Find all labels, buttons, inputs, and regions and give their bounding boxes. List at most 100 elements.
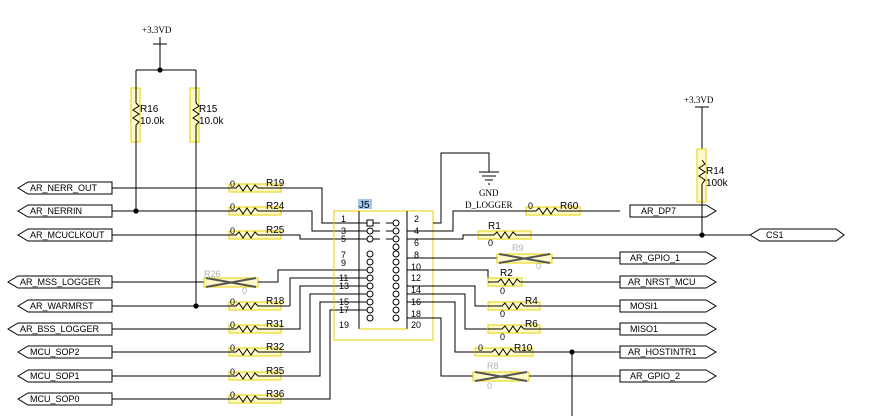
svg-text:0: 0	[230, 390, 235, 400]
svg-text:AR_WARMRST: AR_WARMRST	[30, 301, 94, 311]
svg-text:8: 8	[414, 250, 419, 260]
resistor-r60: D_LOGGER 0 R60 AR_DP7	[407, 200, 717, 232]
r14-value: 100k	[706, 178, 729, 189]
svg-text:14: 14	[411, 285, 421, 295]
port-ar-nrst-mcu	[619, 275, 717, 289]
r19-ref: R19	[266, 178, 285, 189]
r60-ref: R60	[560, 201, 579, 212]
svg-text:19: 19	[339, 320, 349, 330]
ground-symbol: GND	[433, 152, 499, 224]
connector-j5: J5 1 3 5 7 9 11 13 15 17 19 2 4 6 8 10 1…	[333, 199, 434, 341]
resistor-r2: R2 0 AR_NRST_MCU	[407, 268, 717, 296]
r25-ref: R25	[266, 225, 285, 236]
svg-text:6: 6	[414, 238, 419, 248]
port-ar-dp7	[629, 204, 717, 218]
svg-text:12: 12	[411, 273, 421, 283]
r31-ref: R31	[266, 319, 285, 330]
resistor-r8: R8 0 AR_GPIO_2	[407, 317, 717, 391]
port-ar-gpio-1	[619, 251, 717, 265]
r32-ref: R32	[266, 342, 285, 353]
r15-ref: R15	[199, 104, 218, 115]
svg-text:15: 15	[339, 297, 349, 307]
port-ar-bss-logger: AR_BSS_LOGGER	[7, 322, 113, 336]
left-net-ports: AR_NERR_OUT AR_NERRIN AR_MCUCLKOUT AR_MS…	[7, 181, 113, 406]
svg-text:0: 0	[230, 202, 235, 212]
port-ar-hostintr1	[619, 345, 717, 359]
svg-text:AR_MCUCLKOUT: AR_MCUCLKOUT	[30, 230, 105, 240]
svg-text:2: 2	[414, 214, 419, 224]
svg-text:11: 11	[339, 273, 348, 283]
svg-text:AR_DP7: AR_DP7	[641, 206, 676, 216]
svg-text:7: 7	[341, 250, 346, 260]
svg-text:1: 1	[341, 214, 346, 224]
svg-text:AR_NERR_OUT: AR_NERR_OUT	[30, 183, 98, 193]
d-logger-label: D_LOGGER	[465, 200, 513, 210]
svg-text:18: 18	[411, 309, 421, 319]
svg-text:9: 9	[341, 258, 346, 268]
svg-text:0: 0	[242, 286, 247, 296]
svg-text:0: 0	[230, 297, 235, 307]
svg-text:0: 0	[500, 286, 505, 296]
r10-ref: R10	[514, 343, 533, 354]
port-mcu-sop0: MCU_SOP0	[17, 392, 113, 406]
svg-text:13: 13	[339, 281, 349, 291]
left-series-resistors: 0 R19 0 R24 0 R25 R26 0 0 R18	[112, 178, 370, 404]
r18-ref: R18	[266, 296, 285, 307]
svg-text:0: 0	[500, 332, 505, 342]
port-ar-mcuclkout: AR_MCUCLKOUT	[17, 228, 113, 242]
r35-ref: R35	[266, 366, 285, 377]
resistor-r14: +3.3VD R14 100k	[684, 95, 729, 235]
svg-text:0: 0	[230, 179, 235, 189]
port-ar-nerr-out: AR_NERR_OUT	[17, 181, 113, 195]
svg-text:AR_BSS_LOGGER: AR_BSS_LOGGER	[20, 324, 100, 334]
svg-text:MCU_SOP2: MCU_SOP2	[30, 347, 80, 357]
power-label-left: +3.3VD	[142, 25, 172, 35]
svg-text:0: 0	[536, 261, 541, 271]
j5-ref: J5	[359, 200, 370, 211]
svg-text:0: 0	[500, 309, 505, 319]
svg-text:0: 0	[487, 381, 492, 391]
svg-text:AR_GPIO_1: AR_GPIO_1	[630, 253, 680, 263]
r26-ref: R26	[204, 269, 221, 279]
svg-text:0: 0	[230, 226, 235, 236]
svg-text:AR_GPIO_2: AR_GPIO_2	[630, 371, 680, 381]
r4-ref: R4	[525, 296, 538, 307]
svg-text:0: 0	[528, 201, 533, 211]
svg-text:MOSI1: MOSI1	[630, 301, 658, 311]
power-rail-left: +3.3VD	[136, 25, 196, 73]
r8-ref: R8	[487, 361, 499, 371]
resistor-r15: R15 10.0k	[189, 70, 224, 306]
svg-text:CS1: CS1	[766, 230, 784, 240]
svg-text:MCU_SOP1: MCU_SOP1	[30, 371, 80, 381]
svg-text:AR_HOSTINTR1: AR_HOSTINTR1	[628, 347, 697, 357]
r24-ref: R24	[266, 201, 285, 212]
svg-text:20: 20	[411, 320, 421, 330]
port-miso1	[619, 322, 717, 336]
port-mosi1	[619, 299, 717, 313]
svg-text:AR_MSS_LOGGER: AR_MSS_LOGGER	[20, 277, 101, 287]
r16-value: 10.0k	[140, 116, 165, 127]
port-mcu-sop2: MCU_SOP2	[17, 345, 113, 359]
port-ar-warmrst: AR_WARMRST	[17, 299, 113, 313]
svg-text:5: 5	[341, 234, 346, 244]
r15-value: 10.0k	[199, 116, 224, 127]
port-ar-nerrin: AR_NERRIN	[17, 204, 113, 218]
svg-text:0: 0	[488, 238, 493, 248]
svg-text:MISO1: MISO1	[630, 324, 658, 334]
r14-ref: R14	[706, 166, 725, 177]
svg-text:MCU_SOP0: MCU_SOP0	[30, 394, 80, 404]
power-label-right: +3.3VD	[684, 95, 714, 105]
gnd-label: GND	[479, 188, 499, 198]
resistor-r1: R1 0 CS1	[407, 221, 845, 248]
r1-ref: R1	[488, 221, 501, 232]
resistor-r10: 0 R10 AR_HOSTINTR1	[407, 301, 717, 416]
r6-ref: R6	[525, 319, 538, 330]
r2-ref: R2	[500, 268, 513, 279]
svg-text:AR_NRST_MCU: AR_NRST_MCU	[628, 277, 696, 287]
port-ar-mss-logger: AR_MSS_LOGGER	[7, 275, 113, 289]
svg-text:0: 0	[230, 367, 235, 377]
r36-ref: R36	[266, 389, 285, 400]
svg-text:3: 3	[341, 226, 346, 236]
r16-ref: R16	[140, 104, 159, 115]
